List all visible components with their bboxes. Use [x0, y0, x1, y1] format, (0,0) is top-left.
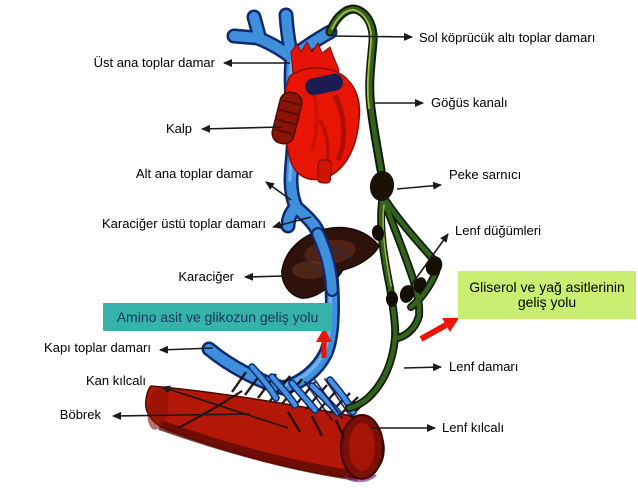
- hepatic-vein-segment: [311, 227, 339, 297]
- label-sol-koprucuk-alti-toplar-damari: Sol köprücük altı toplar damarı: [419, 30, 596, 45]
- intestine: [144, 385, 385, 483]
- label-kalp: Kalp: [165, 121, 192, 136]
- label-peke-sarnici: Peke sarnıcı: [449, 167, 522, 182]
- lymph-nodes: [371, 225, 443, 307]
- red-up-arrow: [316, 328, 332, 358]
- label-gogus-kanali: Göğüs kanalı: [431, 95, 508, 110]
- label-lenf-kilcali: Lenf kılcalı: [442, 420, 505, 435]
- heart: [271, 40, 361, 184]
- label-bobrek: Böbrek: [59, 407, 101, 422]
- cisterna-chyli: [369, 171, 395, 201]
- red-diagonal-arrow: [419, 317, 460, 342]
- callout-amino-asit: Amino asit ve glikozun geliş yolu: [103, 303, 332, 331]
- thoracic-duct: [325, 4, 386, 175]
- label-karaciger: Karaciğer: [178, 269, 234, 284]
- label-ust-ana-toplar-damar: Üst ana toplar damar: [93, 55, 215, 70]
- label-kapi-toplar-damari: Kapı toplar damarı: [44, 340, 151, 355]
- label-alt-ana-toplar-damar: Alt ana toplar damar: [135, 166, 253, 181]
- label-karaciger-ustu-toplar-damari: Karaciğer üstü toplar damarı: [101, 216, 266, 231]
- label-lenf-damari: Lenf damarı: [449, 359, 519, 374]
- label-kan-kilcali: Kan kılcalı: [86, 373, 146, 388]
- label-arrows: [112, 32, 449, 432]
- label-lenf-dugumleri: Lenf düğümleri: [455, 223, 541, 238]
- lymph-vessels: [345, 197, 440, 412]
- callout-gliserol: Gliserol ve yağ asitlerinin geliş yolu: [458, 271, 636, 319]
